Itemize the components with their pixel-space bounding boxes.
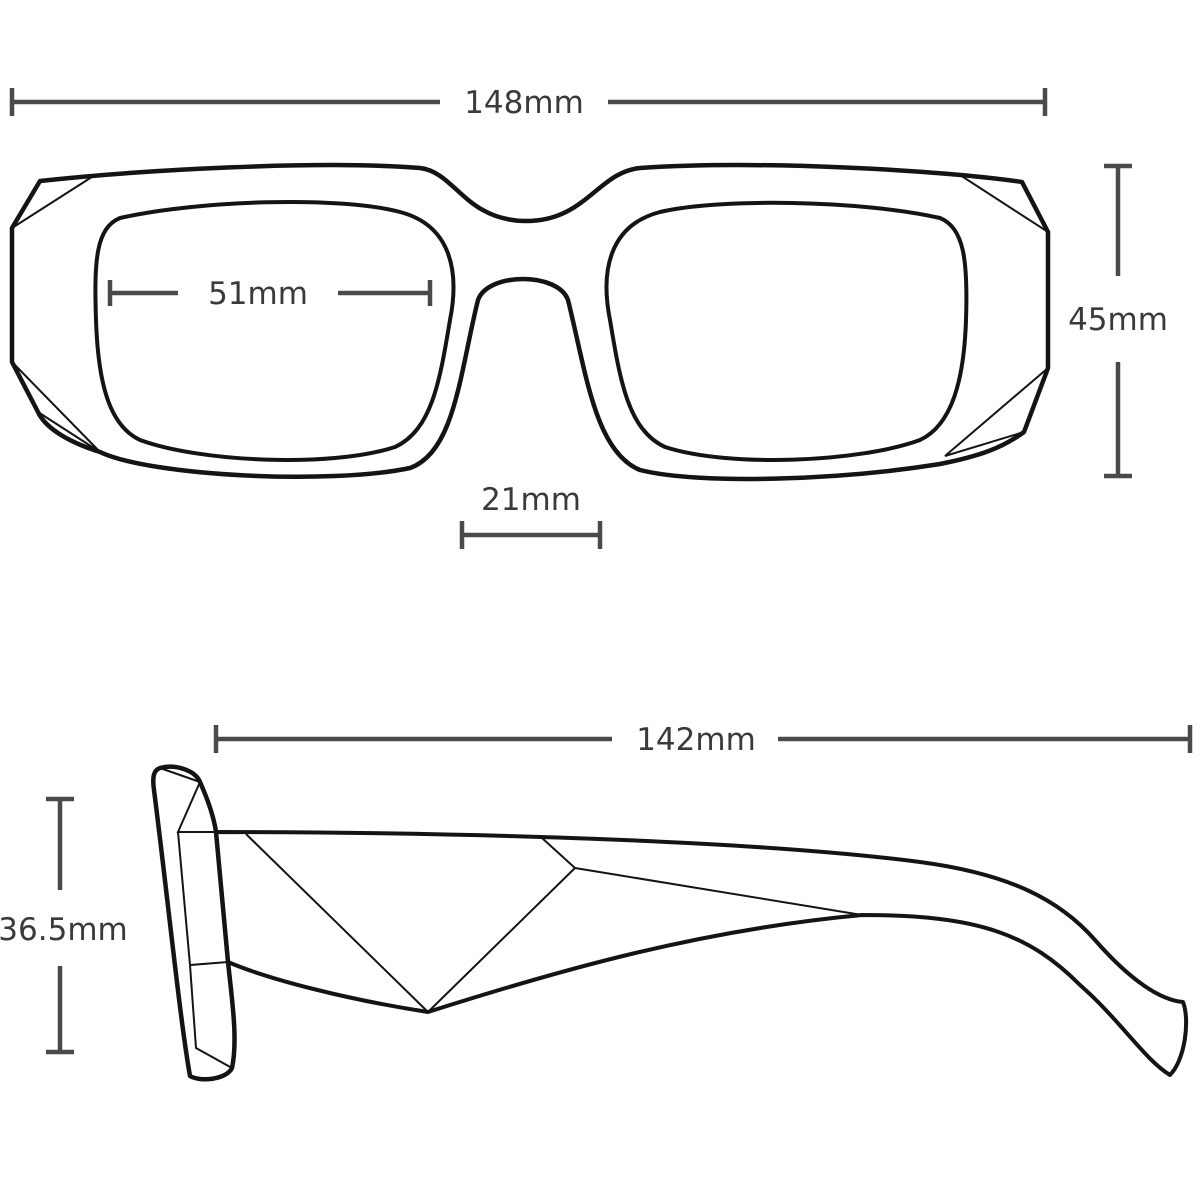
bridge-width-label: 21mm	[481, 482, 581, 518]
lens-height-label: 45mm	[1068, 302, 1168, 338]
right-lens	[604, 200, 969, 462]
lens-width-dimension: 51mm	[107, 276, 433, 312]
right-bottom-facet	[944, 367, 1049, 457]
temple-facet-spine	[574, 867, 863, 916]
side-view	[151, 764, 1189, 1082]
side-height-dimension: 36.5mm	[0, 796, 128, 1055]
lens-height-dimension: 45mm	[1068, 163, 1168, 479]
left-bottom-facet	[11, 361, 101, 453]
temple-length-label: 142mm	[636, 722, 756, 758]
front-view	[9, 162, 1051, 482]
side-frame-profile	[151, 764, 237, 1082]
temple-facet-left	[245, 833, 429, 1013]
side-frame-facet-bottom	[189, 964, 233, 1069]
frame-width-dimension: 148mm	[9, 85, 1048, 121]
side-height-label: 36.5mm	[0, 912, 128, 948]
right-top-facet	[959, 174, 1051, 235]
bridge-width-dimension: 21mm	[459, 482, 603, 549]
temple-arm	[214, 830, 1189, 1077]
temple-length-dimension: 142mm	[213, 722, 1193, 758]
left-lens	[93, 199, 456, 462]
side-frame-facet-top	[159, 767, 216, 833]
lens-width-label: 51mm	[208, 276, 308, 312]
left-top-facet	[11, 174, 96, 229]
frame-width-label: 148mm	[464, 85, 584, 121]
